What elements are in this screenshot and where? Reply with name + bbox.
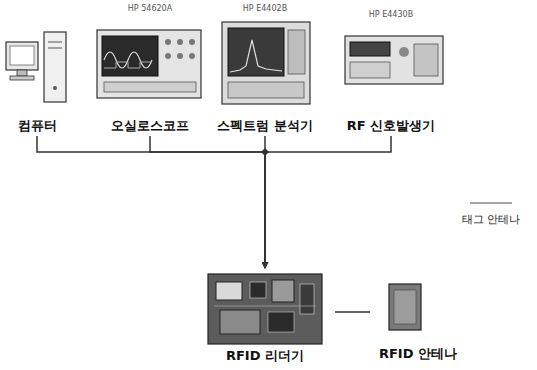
spectrum-analyzer-node: HP E4402B 스펙트럼 분석기 (212, 4, 318, 134)
connector (335, 311, 370, 313)
connector (265, 136, 391, 268)
device-caption: 컴퓨터 (18, 118, 57, 134)
computer-icon (6, 32, 66, 102)
spectrum-analyzer-icon (222, 22, 310, 104)
tag-antenna-line (470, 202, 512, 204)
model-number: HP E4402B (243, 4, 287, 14)
connector (37, 136, 265, 268)
rf-signal-generator-icon (345, 36, 443, 84)
rfid-antenna-node: RFID 안테나 (370, 280, 466, 362)
rf-generator-node: HP E4430B RF 신호발생기 (335, 10, 447, 134)
rfid-reader-node: RFID 리더기 (195, 268, 335, 364)
oscilloscope-icon (97, 30, 201, 98)
device-caption: 스펙트럼 분석기 (217, 118, 313, 134)
tag-antenna-label: 태그 안테나 (462, 212, 521, 227)
model-number: HP 54620A (128, 4, 172, 14)
oscilloscope-node: HP 54620A 오실로스코프 (90, 4, 210, 134)
model-number: HP E4430B (369, 10, 413, 20)
rfid-reader-board (208, 274, 322, 344)
rfid-antenna-icon (389, 284, 421, 330)
device-caption: RFID 리더기 (226, 348, 304, 364)
device-caption: RFID 안테나 (379, 346, 457, 362)
connector (150, 136, 265, 268)
computer-node: 컴퓨터 (2, 24, 72, 134)
device-caption: 오실로스코프 (111, 118, 189, 134)
device-caption: RF 신호발생기 (347, 118, 435, 134)
